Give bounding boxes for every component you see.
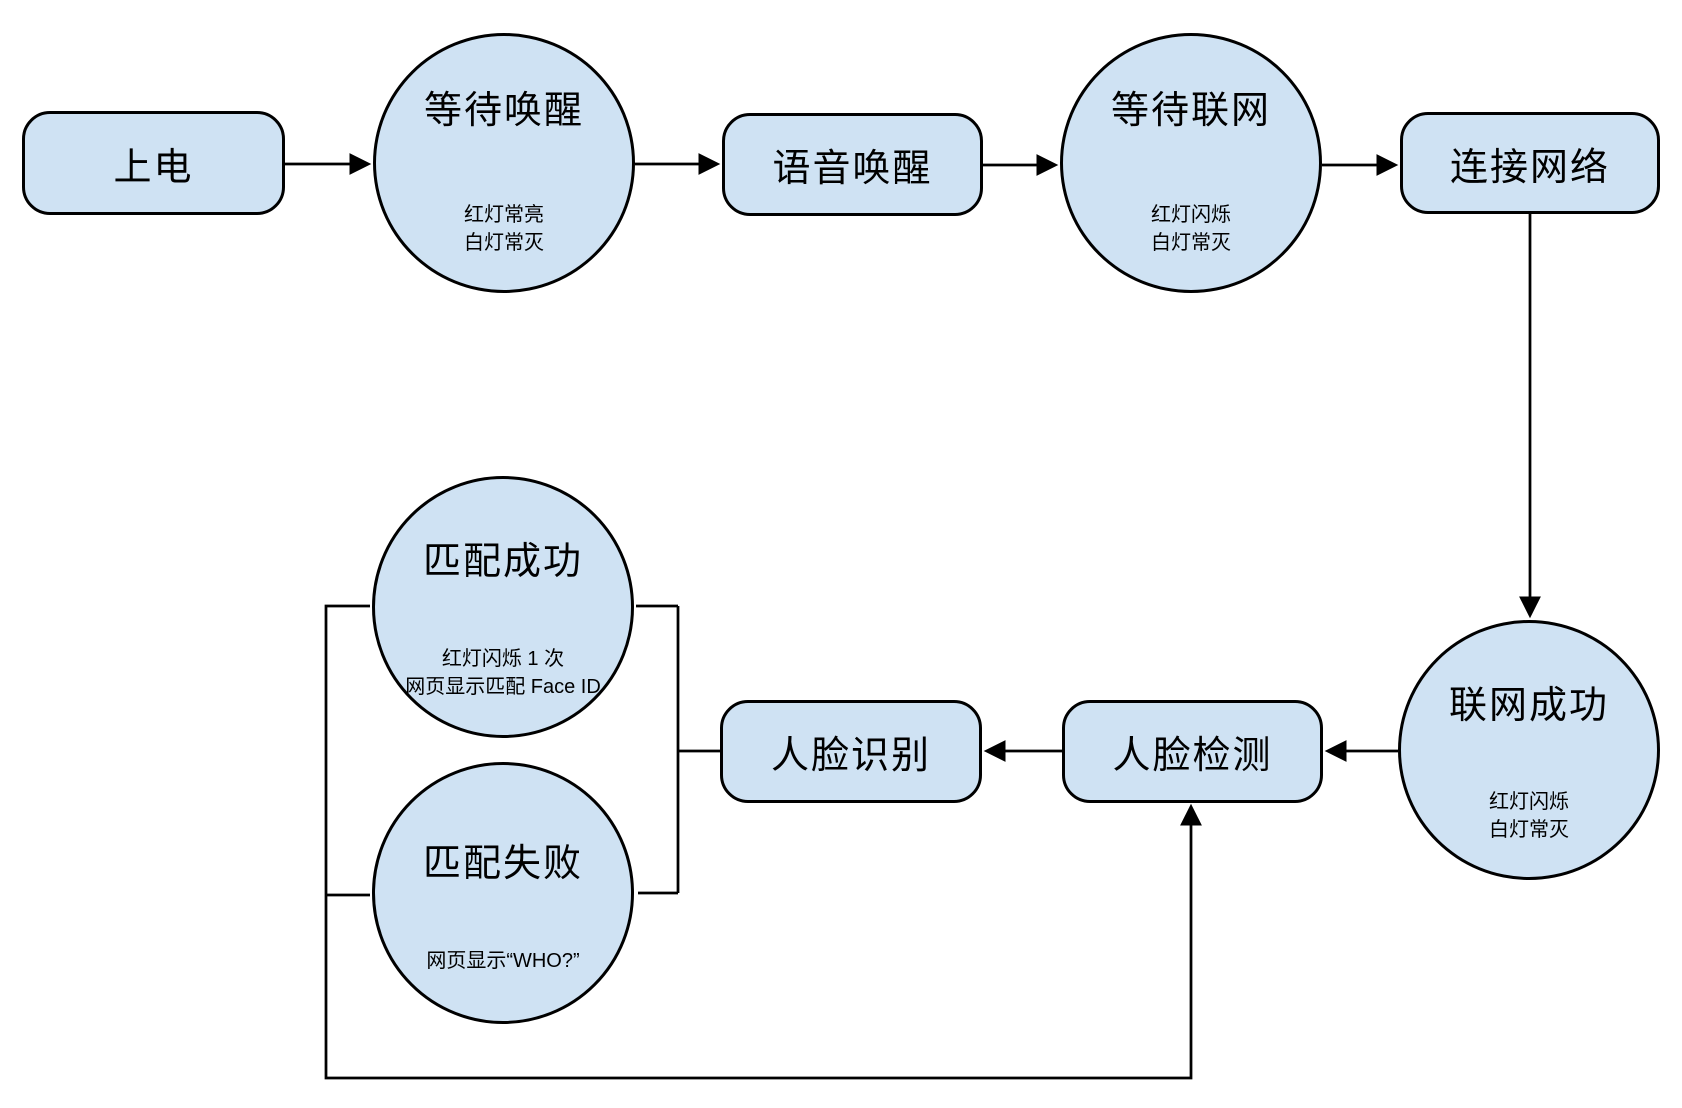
node-subtext: 红灯闪烁 1 次网页显示匹配 Face ID bbox=[375, 645, 631, 701]
node-wait-network: 等待联网红灯闪烁白灯常灭 bbox=[1060, 33, 1322, 293]
node-label: 语音唤醒 bbox=[772, 148, 933, 190]
node-label: 人脸识别 bbox=[770, 735, 931, 777]
node-subtext-line: 红灯闪烁 bbox=[1489, 791, 1569, 814]
node-face-detect: 人脸检测 bbox=[1062, 700, 1323, 803]
node-subtext-line: 红灯常亮 bbox=[464, 204, 544, 227]
node-subtext-line: 白灯常灭 bbox=[1489, 819, 1569, 842]
node-subtext-line: 白灯常灭 bbox=[464, 232, 544, 255]
node-power-on: 上电 bbox=[22, 111, 285, 215]
node-network-success: 联网成功红灯闪烁白灯常灭 bbox=[1398, 620, 1660, 880]
node-subtext-line: 红灯闪烁 1 次 bbox=[441, 648, 565, 671]
node-label: 等待唤醒 bbox=[423, 90, 584, 133]
node-subtext-line: 网页显示“WHO?” bbox=[426, 949, 580, 972]
node-label: 联网成功 bbox=[1448, 684, 1609, 727]
node-subtext: 红灯闪烁白灯常灭 bbox=[1401, 788, 1657, 844]
node-face-recognize: 人脸识别 bbox=[720, 700, 982, 803]
node-subtext: 红灯常亮白灯常灭 bbox=[376, 201, 632, 257]
node-voice-wake: 语音唤醒 bbox=[722, 113, 983, 216]
node-label: 匹配失败 bbox=[422, 842, 583, 885]
node-match-success: 匹配成功红灯闪烁 1 次网页显示匹配 Face ID bbox=[372, 476, 634, 738]
node-connect-network: 连接网络 bbox=[1400, 112, 1660, 214]
node-wait-wake: 等待唤醒红灯常亮白灯常灭 bbox=[373, 33, 635, 293]
node-label: 上电 bbox=[113, 146, 194, 189]
node-label: 等待联网 bbox=[1110, 90, 1271, 133]
edge-loop-back-to-face-detect bbox=[324, 604, 1202, 1080]
node-label: 匹配成功 bbox=[422, 541, 583, 584]
node-subtext-line: 白灯常灭 bbox=[1151, 232, 1231, 255]
node-subtext: 网页显示“WHO?” bbox=[375, 947, 631, 975]
node-label: 连接网络 bbox=[1449, 146, 1610, 189]
node-match-fail: 匹配失败网页显示“WHO?” bbox=[372, 762, 634, 1024]
node-subtext: 红灯闪烁白灯常灭 bbox=[1063, 201, 1319, 257]
node-label: 人脸检测 bbox=[1112, 735, 1273, 777]
node-subtext-line: 网页显示匹配 Face ID bbox=[405, 676, 601, 699]
node-subtext-line: 红灯闪烁 bbox=[1151, 204, 1231, 227]
